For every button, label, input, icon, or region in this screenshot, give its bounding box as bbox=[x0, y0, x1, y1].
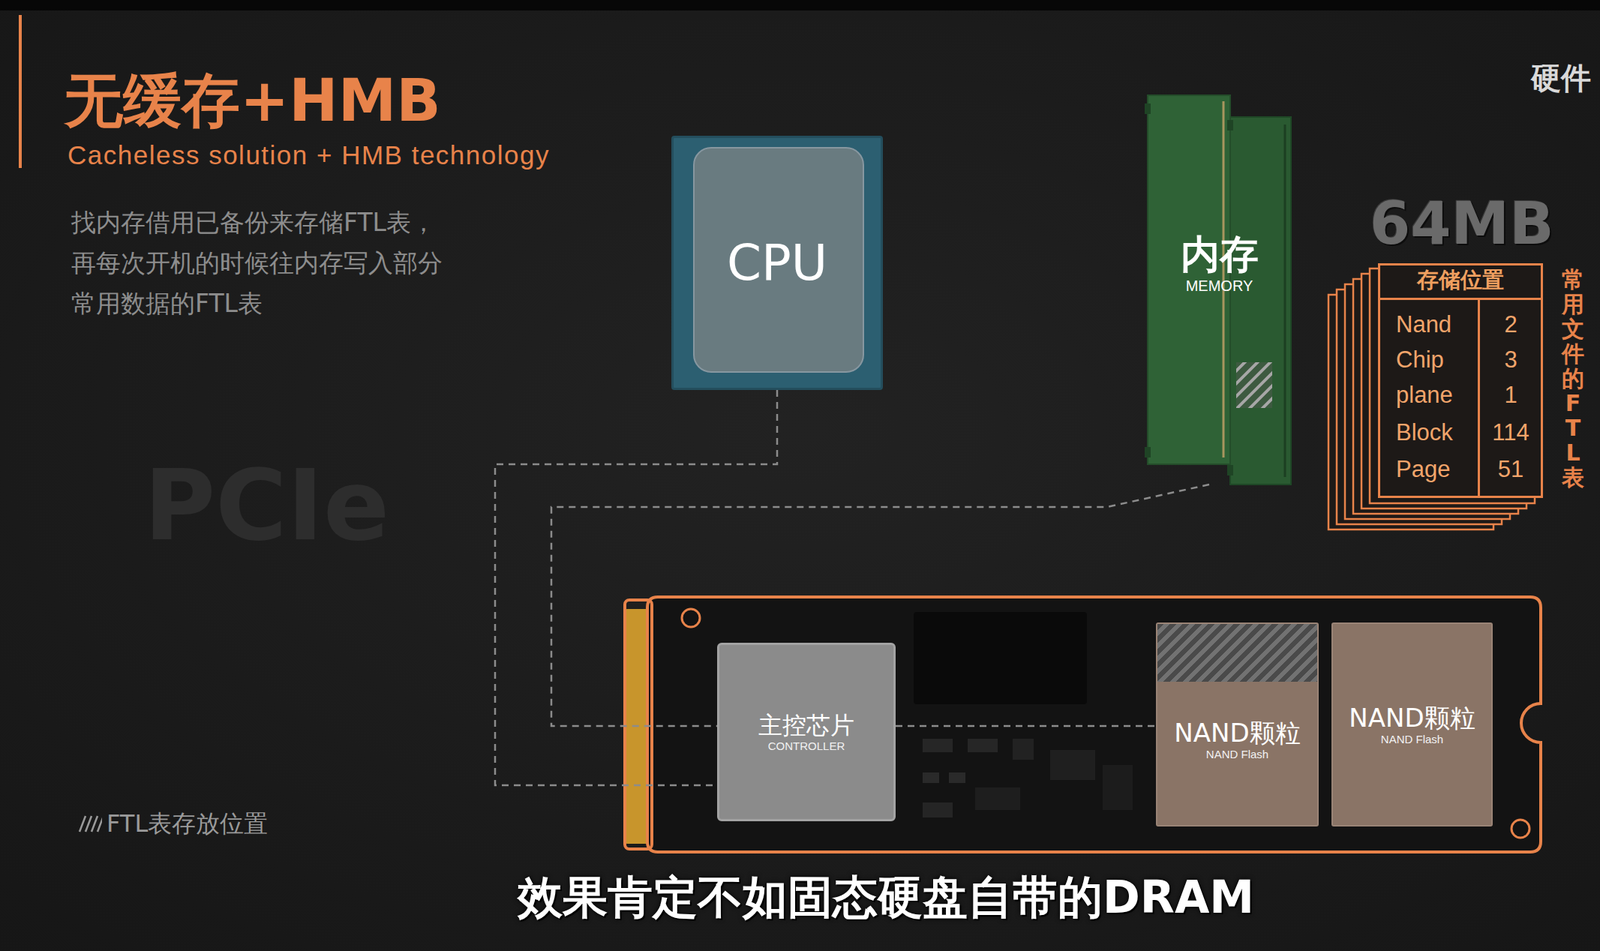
node-title: 内存 bbox=[1180, 232, 1259, 278]
node-title: 存储位置 bbox=[1416, 267, 1504, 293]
dashed-connector bbox=[895, 725, 1156, 728]
title-text: 无缓存+HMB bbox=[64, 69, 442, 134]
vertical-label: 常用文件的FTL表 bbox=[1561, 267, 1585, 490]
node-subtitle: CONTROLLER bbox=[768, 739, 846, 753]
nand-chip: NAND颗粒NAND Flash bbox=[1331, 622, 1493, 827]
caption-subtitle: 效果肯定不如固态硬盘自带的DRAM bbox=[517, 870, 1255, 925]
controller-chip: 主控芯片CONTROLLER bbox=[717, 642, 896, 822]
memory-sticks bbox=[1144, 95, 1291, 485]
table-cell: Nand bbox=[1395, 310, 1452, 339]
ssd-board bbox=[624, 597, 1541, 853]
table-cell: plane bbox=[1395, 381, 1453, 409]
cpu-chip: CPU bbox=[671, 135, 883, 391]
section-tag: 硬件 bbox=[1530, 60, 1591, 97]
watermark: PCIe bbox=[144, 447, 390, 565]
table-rule bbox=[1477, 297, 1480, 496]
table-rule bbox=[1380, 297, 1541, 301]
node-title: NAND颗粒 bbox=[1173, 718, 1300, 748]
memory-module: 内存MEMORY bbox=[1147, 95, 1291, 485]
size-label: 64MB bbox=[1369, 189, 1555, 260]
ftl-location-hatch bbox=[1157, 624, 1318, 682]
table-cell: 51 bbox=[1479, 455, 1543, 484]
node-title: 主控芯片 bbox=[758, 711, 855, 740]
ftl-location-hatch bbox=[1236, 362, 1273, 409]
table-cell: Chip bbox=[1395, 345, 1444, 374]
node-title: NAND颗粒 bbox=[1348, 703, 1475, 733]
table-cell: Block bbox=[1395, 418, 1453, 447]
node-subtitle: MEMORY bbox=[1185, 277, 1254, 295]
table-cell: 3 bbox=[1479, 345, 1543, 374]
node-subtitle: NAND Flash bbox=[1380, 732, 1444, 746]
table-cell: 1 bbox=[1479, 381, 1543, 409]
legend-swatch bbox=[76, 813, 103, 835]
node-subtitle: NAND Flash bbox=[1206, 747, 1269, 761]
legend-row: FTL表存放位置 bbox=[76, 809, 268, 838]
table-cell: 2 bbox=[1479, 310, 1543, 339]
description-text: 找内存借用已备份来存储FTL表， 再每次开机的时候往内存写入部分 常用数据的FT… bbox=[71, 202, 552, 325]
legend-text: FTL表存放位置 bbox=[106, 809, 268, 838]
nand-chip: NAND颗粒NAND Flash bbox=[1155, 622, 1319, 827]
accent-bar bbox=[18, 15, 22, 169]
table-cell: 114 bbox=[1479, 418, 1543, 447]
top-band bbox=[0, 0, 1600, 11]
node-title: CPU bbox=[726, 234, 828, 292]
subtitle: Cacheless solution + HMB technology bbox=[67, 139, 550, 172]
table-cell: Page bbox=[1395, 455, 1450, 484]
